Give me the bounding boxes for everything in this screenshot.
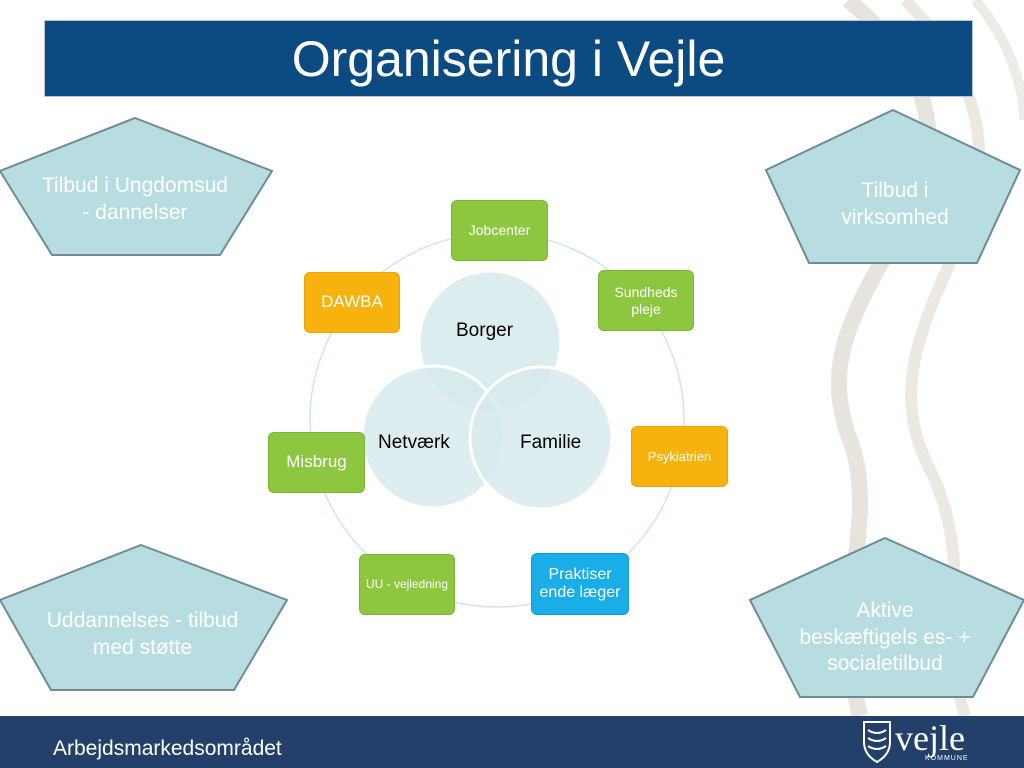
node-psykiatrien: Psykiatrien <box>631 426 728 487</box>
venn-label-borger: Borger <box>456 320 514 341</box>
pentagon-bottom-right-label: Aktive beskæftigels es- + socialetilbud <box>799 598 971 676</box>
title-bar: Organisering i Vejle <box>44 20 973 97</box>
logo-word: vejle <box>895 718 965 758</box>
node-misbrug: Misbrug <box>268 432 365 493</box>
node-dawba-label: DAWBA <box>321 292 383 312</box>
footer-bar <box>0 716 1024 768</box>
footer-label: Arbejdsmarkedsområdet <box>53 737 282 760</box>
venn-circle-familie <box>468 365 614 511</box>
pentagon-top-right-label: Tilbud i virksomhed <box>841 179 949 229</box>
pentagon-bottom-right <box>748 536 1024 698</box>
pentagon-bottom-left-label: Uddannelses - tilbud med støtte <box>46 609 239 659</box>
pentagon-top-right <box>764 108 1022 264</box>
pentagon-bottom-left <box>0 543 289 691</box>
node-jobcenter: Jobcenter <box>451 200 548 261</box>
node-praktiserende-laeger: Praktiser ende læger <box>531 553 629 615</box>
logo-subtitle: KOMMUNE <box>925 755 969 762</box>
node-praktiserende-label: Praktiser ende læger <box>539 565 621 601</box>
pentagon-top-left <box>0 116 274 256</box>
node-jobcenter-label: Jobcenter <box>468 222 531 239</box>
node-sundhedspleje: Sundheds pleje <box>598 270 694 331</box>
node-uu-label: UU - vejledning <box>365 577 449 592</box>
venn-label-familie: Familie <box>520 432 582 453</box>
venn-label-netvaerk: Netværk <box>378 432 450 453</box>
pentagon-top-left-label: Tilbud i Ungdomsud - dannelser <box>42 174 228 224</box>
node-psykiatrien-label: Psykiatrien <box>647 448 712 464</box>
slide-title: Organisering i Vejle <box>291 30 726 87</box>
node-sundhedspleje-label: Sundheds pleje <box>614 283 678 317</box>
node-misbrug-label: Misbrug <box>286 452 347 472</box>
node-uu-vejledning: UU - vejledning <box>359 554 455 615</box>
node-dawba: DAWBA <box>304 272 400 333</box>
vejle-kommune-logo <box>863 721 891 764</box>
